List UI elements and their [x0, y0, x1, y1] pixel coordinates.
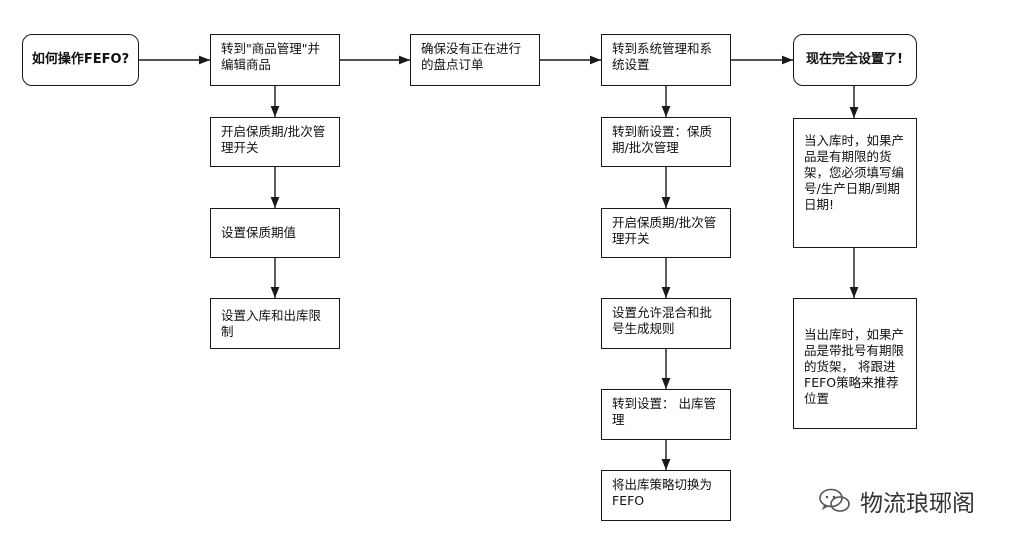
watermark-text: 物流琅琊阁 — [860, 491, 975, 517]
node-switch-fefo: 将出库策略切换为FEFO — [601, 470, 731, 521]
node-goto-product: 转到"商品管理"并编辑商品 — [210, 34, 340, 86]
node-goto-outbound: 转到设置： 出库管理 — [601, 389, 731, 440]
node-start: 如何操作FEFO? — [22, 34, 139, 86]
node-goto-system: 转到系统管理和系统设置 — [601, 34, 731, 86]
node-set-mix-rules: 设置允许混合和批号生成规则 — [601, 298, 731, 349]
node-set-inout-limit: 设置入库和出库限制 — [210, 298, 340, 349]
node-ensure-no-count: 确保没有正在进行的盘点订单 — [410, 34, 540, 86]
node-enable-shelf-2: 开启保质期/批次管理开关 — [601, 208, 731, 258]
node-inbound-note: 当入库时，如果产品是有期限的货架，您必须填写编号/生产日期/到期日期! — [793, 118, 917, 248]
wechat-icon — [819, 488, 850, 512]
node-done: 现在完全设置了! — [793, 34, 917, 86]
node-outbound-note: 当出库时，如果产品是带批号有期限的货架， 将跟进FEFO策略来推荐位置 — [793, 298, 917, 429]
watermark: 物流琅琊阁 — [818, 484, 1008, 518]
node-enable-shelf-1: 开启保质期/批次管理开关 — [210, 117, 340, 167]
node-set-shelf-value: 设置保质期值 — [210, 208, 340, 258]
node-goto-new-settings: 转到新设置：保质期/批次管理 — [601, 117, 731, 167]
